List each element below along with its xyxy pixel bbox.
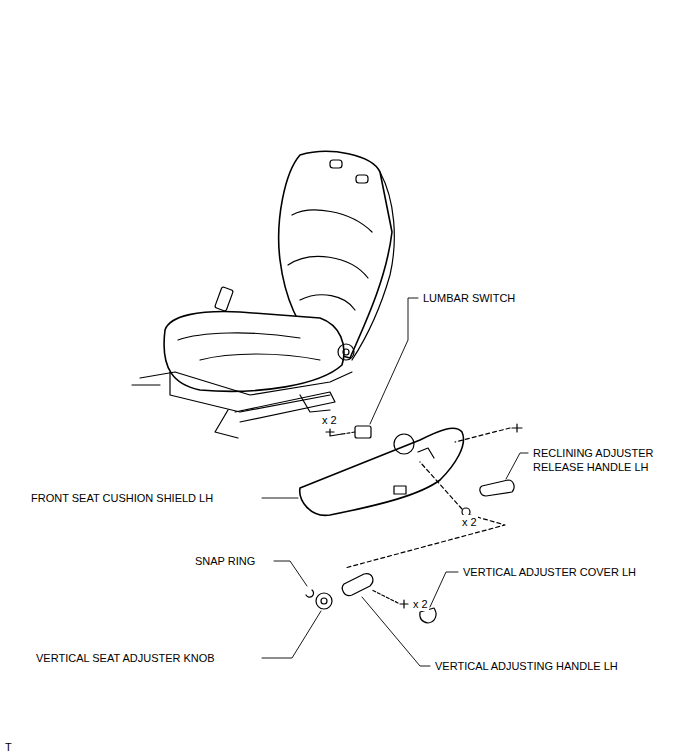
shield-hole [394, 434, 414, 454]
vertical-adjusting-handle [342, 574, 372, 596]
headrest-button [356, 175, 368, 183]
reclining-handle [480, 480, 514, 496]
part-name: LUMBAR SWITCH [422, 291, 516, 305]
dash-line [342, 432, 355, 434]
recliner-knob-center [343, 349, 349, 355]
figure-code: T [4, 740, 13, 754]
seat-rail [140, 372, 352, 395]
leader-lines [262, 298, 528, 666]
screw [326, 429, 342, 436]
dash-line [455, 428, 510, 442]
seat-rail [132, 372, 330, 412]
knob-center [321, 598, 327, 604]
quantity-label: x 2 [412, 597, 429, 611]
part-name: VERTICAL SEAT ADJUSTER KNOB [35, 651, 216, 665]
dash-line [372, 590, 398, 603]
front-seat-cushion-shield [300, 428, 464, 515]
headrest-button [330, 160, 342, 168]
part-name: VERTICAL ADJUSTING HANDLE LH [434, 659, 619, 673]
recliner-knob [338, 344, 354, 360]
dash-line [345, 462, 505, 568]
screw [400, 600, 408, 608]
cushion-seam [178, 333, 320, 360]
part-name: VERTICAL ADJUSTER COVER LH [462, 565, 637, 579]
quantity-label: x 2 [321, 413, 338, 427]
part-name: SNAP RING [194, 554, 256, 568]
seat-back-panel [288, 210, 372, 310]
snap-ring [306, 590, 314, 597]
quantity-label: x 2 [461, 515, 478, 529]
shield-slot [418, 448, 434, 458]
seat-belt-buckle [215, 287, 234, 312]
part-name: RECLINING ADJUSTER RELEASE HANDLE LH [532, 446, 662, 474]
shield-opening [394, 486, 406, 494]
seat-cushion [164, 312, 344, 392]
seat-back-side [352, 172, 394, 360]
screw [512, 424, 522, 432]
seat-rail [215, 392, 335, 438]
vertical-seat-adjuster-knob [316, 593, 332, 609]
lumbar-switch [355, 426, 371, 438]
part-name: FRONT SEAT CUSHION SHIELD LH [30, 491, 214, 505]
seat-rail [300, 395, 330, 412]
